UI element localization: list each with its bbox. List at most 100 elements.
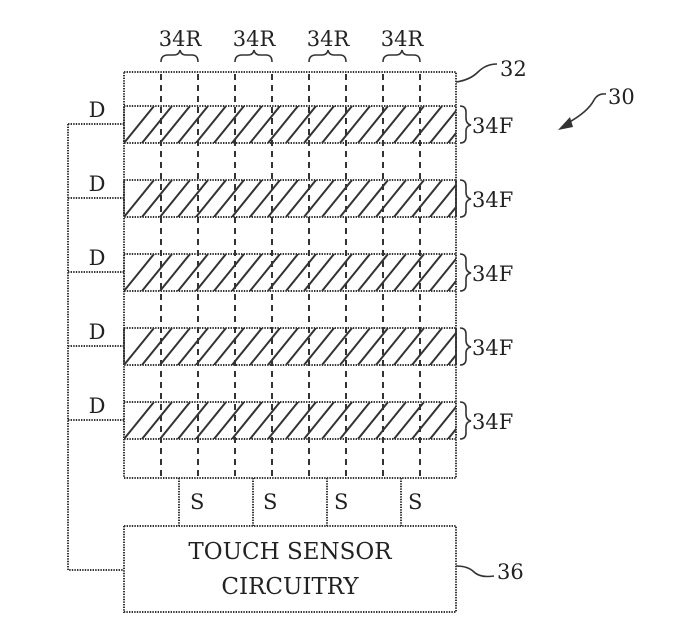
hatch-line (231, 402, 263, 439)
sense-label-2: S (263, 490, 277, 514)
hatch-line (159, 180, 191, 217)
column-brace-2 (234, 49, 273, 63)
touch-sensor-circuitry-box (123, 525, 457, 613)
hatch-line (177, 254, 209, 291)
hatch-line (231, 106, 263, 143)
column-label-4: 34R (381, 27, 425, 51)
sense-label-4: S (408, 490, 422, 514)
hatch-line (124, 180, 155, 217)
hatch-line (159, 254, 191, 291)
hatch-pattern (124, 106, 456, 143)
row-electrode-stripe-3 (123, 253, 457, 292)
row-label-4: 34F (472, 336, 513, 360)
hatch-line (303, 106, 335, 143)
drive-label-3: D (89, 246, 106, 270)
hatch-line (124, 328, 155, 365)
hatch-line (285, 328, 317, 365)
hatch-line (393, 254, 425, 291)
circuitry-ref-leader (455, 565, 495, 578)
hatch-line (447, 279, 456, 291)
drive-label-1: D (89, 98, 106, 122)
hatch-line (177, 106, 209, 143)
row-electrode-stripe-1 (123, 105, 457, 144)
hatch-line (411, 328, 443, 365)
row-brace-4 (459, 327, 472, 366)
drive-label-5: D (89, 394, 106, 418)
hatch-line (285, 254, 317, 291)
hatch-line (141, 328, 173, 365)
row-label-3: 34F (472, 262, 513, 286)
hatch-line (411, 180, 443, 217)
column-label-3: 34R (307, 27, 351, 51)
hatch-line (141, 180, 173, 217)
hatch-line (177, 180, 209, 217)
hatch-line (375, 328, 407, 365)
circuitry-ref-label: 36 (497, 560, 524, 584)
hatch-line (411, 254, 443, 291)
hatch-line (249, 254, 281, 291)
hatch-line (339, 106, 371, 143)
hatch-line (375, 180, 407, 217)
hatch-line (285, 402, 317, 439)
hatch-line (267, 402, 299, 439)
hatch-line (321, 328, 353, 365)
hatch-line (375, 106, 407, 143)
hatch-line (213, 254, 245, 291)
row-label-2: 34F (472, 188, 513, 212)
column-brace-1 (160, 49, 199, 63)
hatch-line (141, 254, 173, 291)
hatch-pattern (124, 328, 456, 365)
hatch-line (231, 180, 263, 217)
hatch-line (213, 402, 245, 439)
hatch-line (357, 254, 389, 291)
circuitry-label-line2: CIRCUITRY (221, 574, 359, 600)
hatch-line (303, 328, 335, 365)
row-label-1: 34F (472, 114, 513, 138)
hatch-line (285, 180, 317, 217)
hatch-line (447, 131, 456, 143)
arrowhead-icon (558, 117, 573, 130)
hatch-line (339, 402, 371, 439)
hatch-line (231, 328, 263, 365)
hatch-line (195, 328, 227, 365)
hatch-line (285, 106, 317, 143)
hatch-line (375, 254, 407, 291)
row-brace-1 (459, 105, 472, 144)
row-electrode-stripe-5 (123, 401, 457, 440)
hatch-line (177, 328, 209, 365)
hatch-line (249, 180, 281, 217)
drive-lines (67, 123, 124, 571)
hatch-line (339, 328, 371, 365)
row-label-5: 34F (472, 410, 513, 434)
sense-label-1: S (190, 490, 204, 514)
hatch-line (141, 402, 173, 439)
hatch-line (303, 402, 335, 439)
column-label-1: 34R (159, 27, 203, 51)
hatch-line (141, 106, 173, 143)
row-braces (459, 105, 472, 440)
row-electrode-stripe-4 (123, 327, 457, 366)
hatch-line (124, 402, 155, 439)
sense-label-3: S (334, 490, 348, 514)
drive-label-2: D (89, 172, 106, 196)
hatch-line (159, 328, 191, 365)
panel-ref-leader (455, 63, 498, 83)
column-brace-3 (308, 49, 347, 63)
hatch-line (249, 402, 281, 439)
hatch-line (267, 328, 299, 365)
hatch-line (231, 254, 263, 291)
hatch-line (195, 180, 227, 217)
hatch-line (213, 106, 245, 143)
row-brace-3 (459, 253, 472, 292)
hatch-line (267, 106, 299, 143)
hatch-line (124, 254, 155, 291)
hatch-line (249, 106, 281, 143)
column-braces (160, 49, 421, 63)
hatch-line (195, 254, 227, 291)
sense-lines (178, 478, 402, 526)
figure-ref-label: 30 (608, 85, 635, 109)
hatch-line (195, 106, 227, 143)
hatch-line (393, 328, 425, 365)
hatch-line (411, 106, 443, 143)
